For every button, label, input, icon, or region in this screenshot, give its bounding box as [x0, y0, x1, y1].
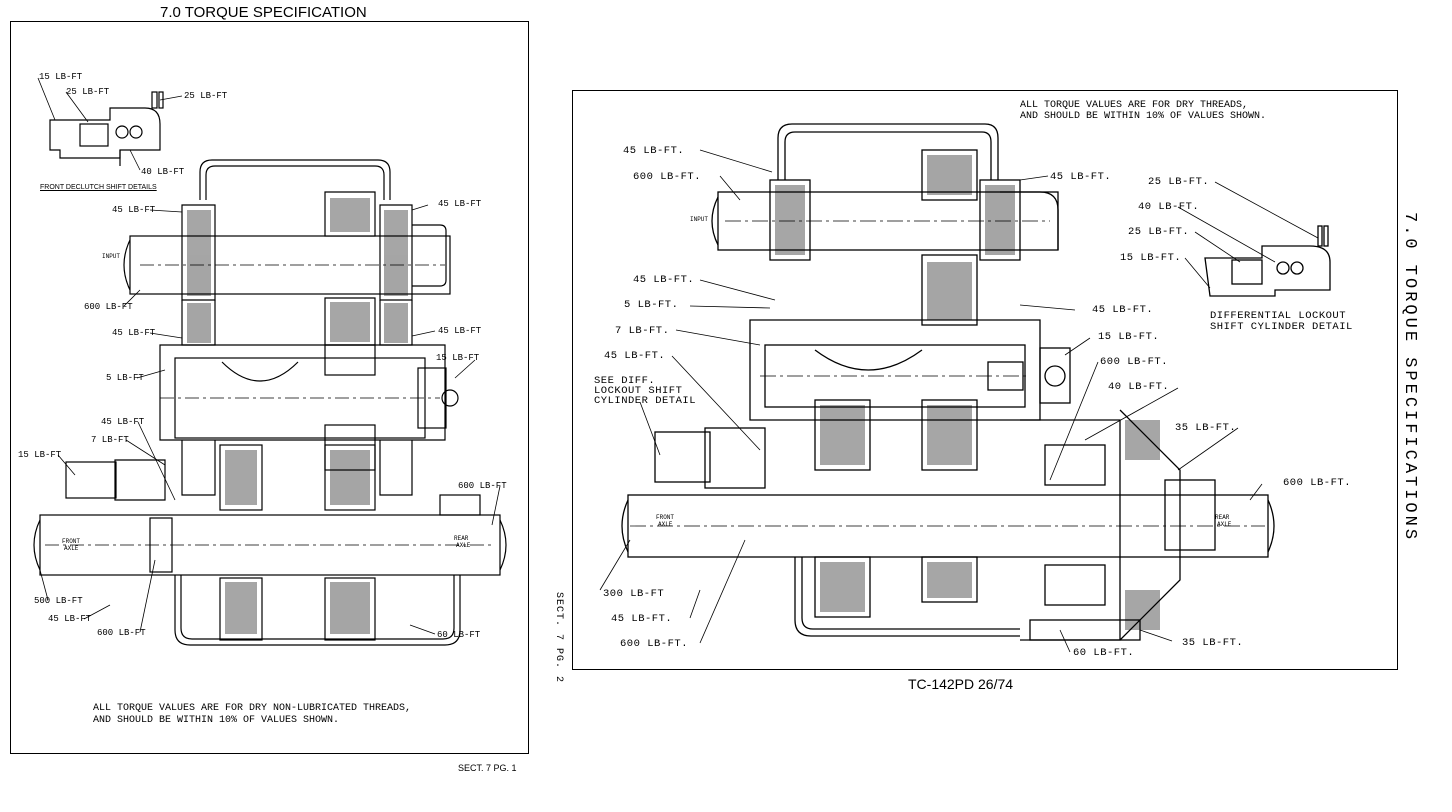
left-label-500: 500 LB-FT [34, 596, 83, 606]
right-label-45-f: 45 LB-FT. [611, 613, 673, 625]
right-label-45-e: 45 LB-FT. [604, 350, 666, 362]
right-detail-label-2: 40 LB-FT. [1138, 201, 1200, 213]
right-label-35-a: 35 LB-FT. [1175, 422, 1237, 434]
right-detail-label-4: 15 LB-FT. [1120, 252, 1182, 264]
left-label-5: 5 LB-FT [106, 373, 144, 383]
left-label-45-e: 45 LB-FT [101, 417, 145, 427]
right-label-45-a: 45 LB-FT. [623, 145, 685, 157]
right-label-45-d: 45 LB-FT. [1092, 304, 1154, 316]
left-rear-axle-tag-1: REAR [454, 535, 469, 542]
right-rear-axle-tag-1: REAR [1215, 514, 1230, 521]
left-detail-caption: FRONT DECLUTCH SHIFT DETAILS [40, 184, 157, 191]
right-note-line1: ALL TORQUE VALUES ARE FOR DRY THREADS, [1020, 100, 1249, 111]
left-label-45-b: 45 LB-FT [438, 199, 482, 209]
left-front-axle-tag-2: AXLE [64, 545, 79, 552]
left-label-15-a: 15 LB-FT [436, 353, 480, 363]
right-label-7: 7 LB-FT. [615, 325, 670, 337]
right-label-600-a: 600 LB-FT. [633, 171, 702, 183]
left-detail-label-3: 25 LB-FT [184, 91, 228, 101]
left-detail-label-1: 15 LB-FT [39, 72, 83, 82]
right-detail-label-3: 25 LB-FT. [1128, 226, 1190, 238]
left-rear-axle-tag-2: AXLE [456, 542, 471, 549]
right-label-45-c: 45 LB-FT. [633, 274, 695, 286]
left-label-600-a: 600 LB-FT [84, 302, 133, 312]
right-input-tag: INPUT [690, 216, 709, 223]
right-label-600-d: 600 LB-FT. [620, 638, 689, 650]
left-label-7: 7 LB-FT [91, 435, 129, 445]
right-detail-caption-1: DIFFERENTIAL LOCKOUT [1210, 310, 1347, 322]
left-page-frame [10, 21, 529, 754]
right-see-diff-2: LOCKOUT SHIFT [594, 385, 683, 397]
left-note-line1: ALL TORQUE VALUES ARE FOR DRY NON-LUBRIC… [93, 703, 412, 714]
left-page-number: SECT. 7 PG. 1 [458, 763, 517, 773]
left-page-title: 7.0 TORQUE SPECIFICATION [160, 4, 367, 21]
right-label-600-b: 600 LB-FT. [1100, 356, 1169, 368]
right-label-45-b: 45 LB-FT. [1050, 171, 1112, 183]
right-rear-axle-tag-2: AXLE [1217, 521, 1232, 528]
right-label-35-b: 35 LB-FT. [1182, 637, 1244, 649]
left-label-45-f: 45 LB-FT [48, 614, 92, 624]
left-label-45-a: 45 LB-FT [112, 205, 156, 215]
left-label-600-b: 600 LB-FT [458, 481, 507, 491]
right-front-axle-tag-2: AXLE [658, 521, 673, 528]
right-note-line2: AND SHOULD BE WITHIN 10% OF VALUES SHOWN… [1020, 111, 1267, 122]
left-label-45-c: 45 LB-FT [112, 328, 156, 338]
left-front-axle-tag-1: FRONT [62, 538, 81, 545]
right-side-page-number: SECT. 7 PG. 2 [553, 592, 564, 684]
left-label-45-d: 45 LB-FT [438, 326, 482, 336]
right-label-40: 40 LB-FT. [1108, 381, 1170, 393]
left-detail-label-2: 25 LB-FT [66, 87, 110, 97]
right-page-frame [572, 90, 1398, 670]
right-label-300: 300 LB-FT [603, 588, 665, 600]
right-label-5: 5 LB-FT. [624, 299, 679, 311]
left-note-line2: AND SHOULD BE WITHIN 10% OF VALUES SHOWN… [93, 715, 340, 726]
right-front-axle-tag-1: FRONT [656, 514, 675, 521]
right-side-title: 7.0 TORQUE SPECIFICATIONS [1400, 212, 1419, 543]
left-label-15-b: 15 LB-FT [18, 450, 62, 460]
left-detail-label-4: 40 LB-FT [141, 167, 185, 177]
right-detail-caption-2: SHIFT CYLINDER DETAIL [1210, 321, 1353, 333]
left-input-tag: INPUT [102, 253, 121, 260]
right-detail-label-1: 25 LB-FT. [1148, 176, 1210, 188]
right-label-60: 60 LB-FT. [1073, 647, 1135, 659]
right-label-600-c: 600 LB-FT. [1283, 477, 1352, 489]
right-doc-id: TC-142PD 26/74 [908, 676, 1014, 692]
right-see-diff-1: SEE DIFF. [594, 375, 656, 387]
left-label-60: 60 LB-FT [437, 630, 481, 640]
left-label-600-c: 600 LB-FT [97, 628, 146, 638]
right-see-diff-3: CYLINDER DETAIL [594, 395, 697, 407]
right-label-15: 15 LB-FT. [1098, 331, 1160, 343]
